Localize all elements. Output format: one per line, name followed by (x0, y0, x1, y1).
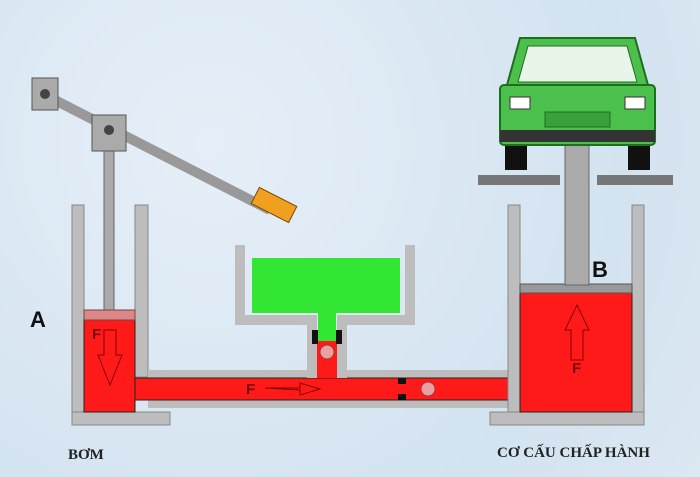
reservoir (235, 245, 415, 378)
force-label-pump: F (92, 326, 102, 343)
lift-plate-right (597, 175, 673, 185)
pump-handle (31, 77, 298, 387)
force-label-actuator: F (572, 360, 582, 377)
handle-grip (250, 186, 298, 224)
check-valve-ball (420, 381, 436, 397)
car-icon (499, 37, 656, 170)
pipe (134, 330, 521, 408)
arrow-up-icon (564, 303, 590, 361)
actuator-cylinder (489, 129, 645, 426)
pump-name: BƠM (68, 447, 104, 463)
arrow-right-icon (264, 382, 322, 396)
pump-letter: A (30, 307, 46, 332)
actuator-letter: B (592, 257, 608, 282)
intake-valve-ball (319, 344, 335, 360)
force-label-pipe: F (246, 381, 256, 398)
actuator-name: CƠ CẤU CHẤP HÀNH (497, 445, 650, 461)
arrow-down-icon (97, 329, 123, 387)
lift-plate-left (478, 175, 560, 185)
pump-cylinder (71, 204, 171, 426)
